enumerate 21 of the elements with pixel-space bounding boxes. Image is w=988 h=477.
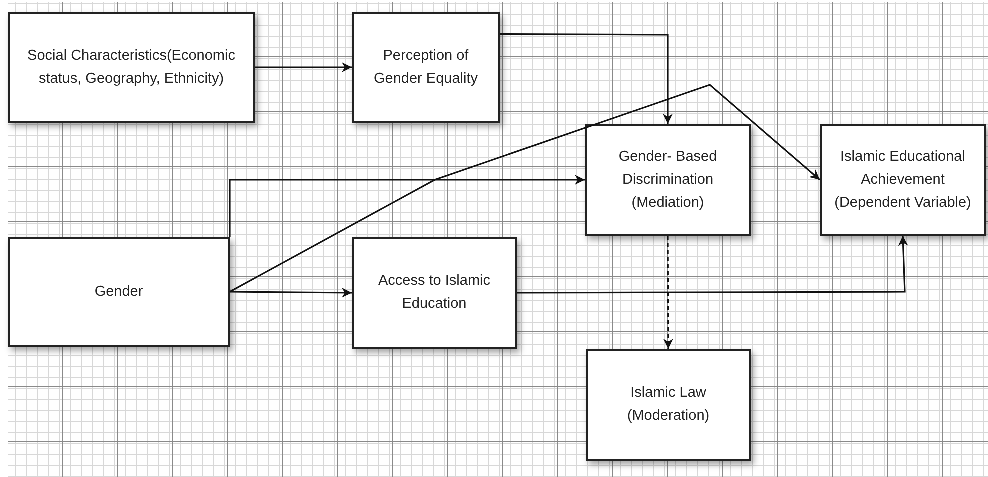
box-label: Islamic Law (Moderation) [626,384,711,426]
arrow [500,33,673,124]
process-box [8,237,230,347]
arrow [230,84,821,293]
process-box [352,12,500,123]
box-label: Perception of Gender Equality [373,46,479,88]
arrow [229,175,585,237]
arrow [663,236,674,349]
process-box [586,349,751,461]
arrow [230,288,352,298]
arrow [517,236,908,294]
box-label: Gender [94,282,144,302]
process-box [8,12,255,123]
box-label: Social Characteristics(Economic status, Geography, Ethnicity) [26,46,236,88]
process-box [820,124,986,236]
box-label: Gender- Based Discrimination (Mediation) [618,148,718,212]
arrow [255,62,352,72]
process-box [585,124,751,236]
box-label: Islamic Educational Achievement (Dependent Variable) [834,148,972,212]
box-label: Access to Islamic Education [378,272,492,314]
process-box [352,237,517,349]
